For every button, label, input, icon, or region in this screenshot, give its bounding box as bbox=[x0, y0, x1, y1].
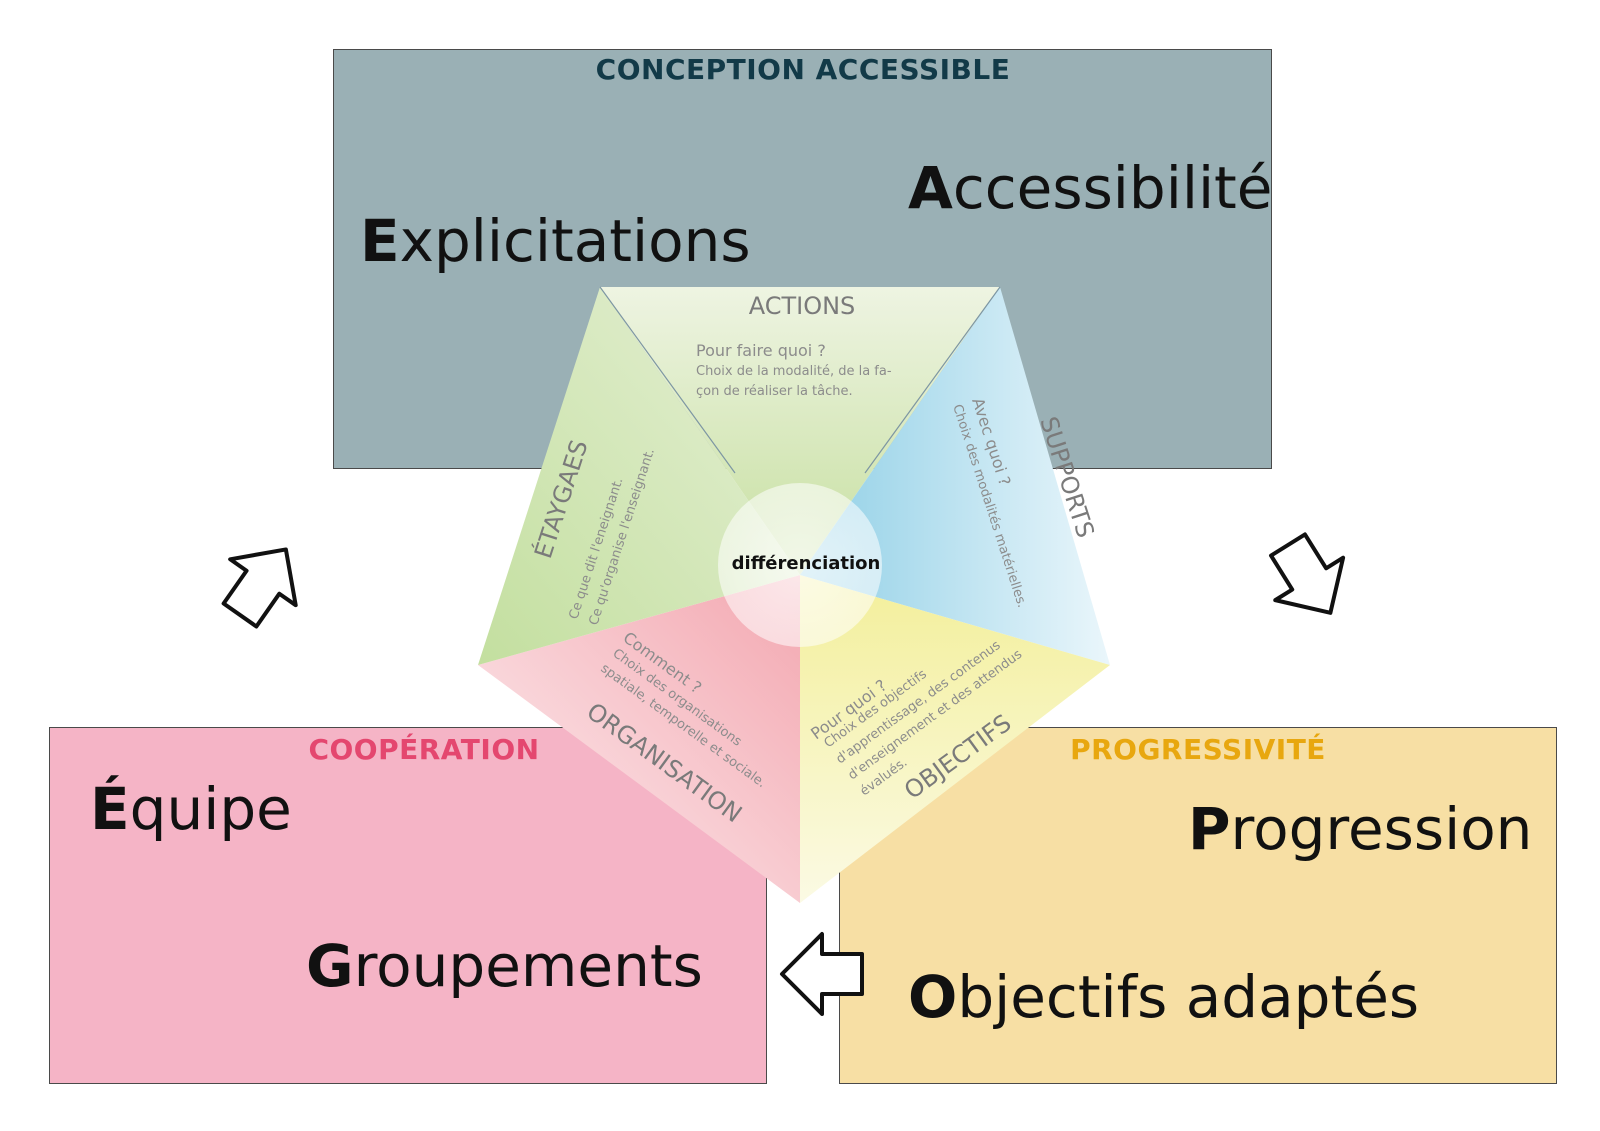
sector-organisation bbox=[478, 575, 800, 903]
term-progression: Progression bbox=[1188, 800, 1532, 858]
center-label: différenciation bbox=[732, 553, 881, 574]
term-objectifs-adaptes: Objectifs adaptés bbox=[908, 968, 1419, 1026]
term-accessibilite: Accessibilité bbox=[908, 159, 1273, 217]
cooperation-label: COOPÉRATION bbox=[308, 733, 540, 766]
divider-line bbox=[599, 286, 736, 474]
divider-line bbox=[864, 286, 1001, 474]
term-initial: E bbox=[360, 207, 400, 275]
actions-title: ACTIONS bbox=[749, 292, 856, 320]
term-groupements: Groupements bbox=[306, 937, 703, 995]
center-circle bbox=[718, 483, 882, 647]
term-explicitations: Explicitations bbox=[360, 212, 751, 270]
term-initial: O bbox=[908, 963, 958, 1031]
sector-actions bbox=[600, 287, 1000, 575]
term-rest: roupements bbox=[353, 932, 703, 1000]
term-rest: ccessibilité bbox=[952, 154, 1273, 222]
down-right-arrow bbox=[1269, 532, 1346, 615]
term-initial: É bbox=[90, 775, 130, 843]
term-rest: xplicitations bbox=[399, 207, 751, 275]
conception-accessible-label: CONCEPTION ACCESSIBLE bbox=[595, 53, 1011, 86]
term-initial: P bbox=[1188, 795, 1231, 863]
progressivite-label: PROGRESSIVITÉ bbox=[1070, 733, 1326, 766]
term-rest: bjectifs adaptés bbox=[957, 963, 1420, 1031]
term-initial: A bbox=[908, 154, 953, 222]
term-rest: rogression bbox=[1230, 795, 1533, 863]
term-initial: G bbox=[306, 932, 354, 1000]
actions-line: çon de réaliser la tâche. bbox=[696, 384, 853, 399]
left-arrow bbox=[780, 932, 864, 1016]
actions-question: Pour faire quoi ? bbox=[696, 341, 826, 360]
up-right-arrow bbox=[221, 547, 298, 629]
sector-objectifs bbox=[800, 575, 1110, 903]
term-equipe: Équipe bbox=[90, 780, 292, 838]
actions-line: Choix de la modalité, de la fa- bbox=[696, 364, 892, 379]
term-rest: quipe bbox=[129, 775, 292, 843]
progressivite-box bbox=[839, 727, 1557, 1084]
